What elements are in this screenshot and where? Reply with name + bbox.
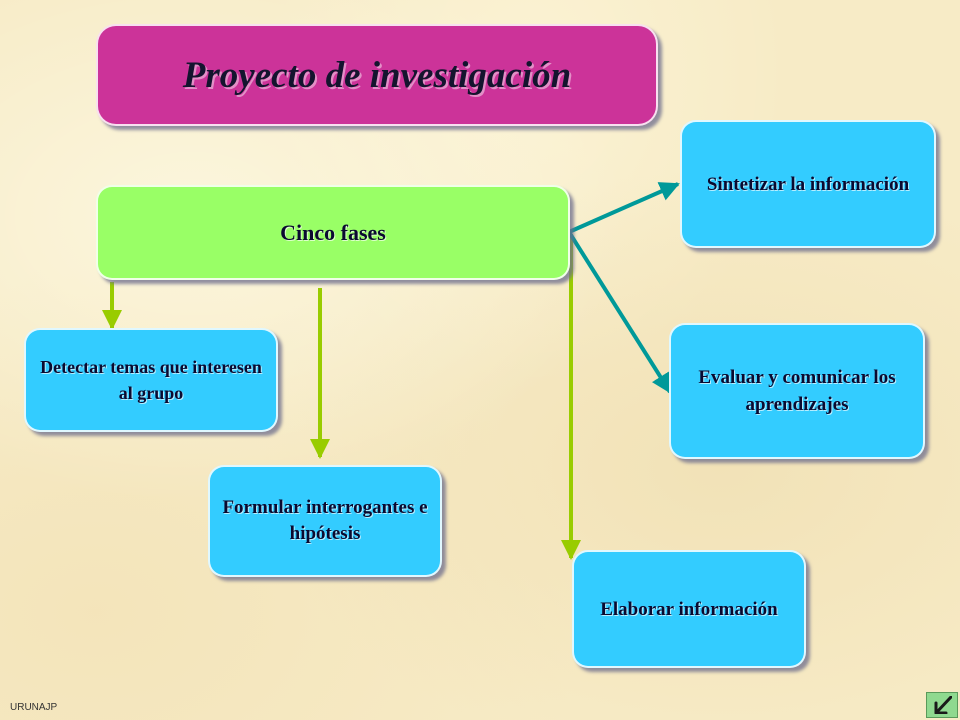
center-node-label: Cinco fases bbox=[280, 219, 386, 245]
phase-label: Formular interrogantes e hipótesis bbox=[222, 497, 428, 544]
arrow-to-evaluar bbox=[567, 230, 672, 394]
back-arrow-icon bbox=[934, 696, 952, 714]
center-node: Cinco fases bbox=[96, 185, 570, 280]
phase-label: Evaluar y comunicar los aprendizajes bbox=[698, 367, 896, 415]
phase-elaborar: Elaborar información bbox=[572, 550, 806, 668]
phase-sintetizar: Sintetizar la información bbox=[680, 120, 936, 248]
phase-evaluar: Evaluar y comunicar los aprendizajes bbox=[669, 323, 925, 459]
back-nav-button[interactable] bbox=[926, 692, 958, 718]
phase-label: Detectar temas que interesen al grupo bbox=[40, 357, 262, 403]
phase-formular: Formular interrogantes e hipótesis bbox=[208, 465, 442, 577]
phase-detectar: Detectar temas que interesen al grupo bbox=[24, 328, 278, 432]
title-box: Proyecto de investigación bbox=[96, 24, 658, 126]
page-title: Proyecto de investigación bbox=[182, 54, 572, 96]
phase-label: Elaborar información bbox=[600, 598, 778, 620]
footer-credit: URUNAJP bbox=[10, 702, 58, 713]
phase-label: Sintetizar la información bbox=[706, 173, 910, 195]
arrow-to-sintetizar bbox=[568, 182, 680, 234]
